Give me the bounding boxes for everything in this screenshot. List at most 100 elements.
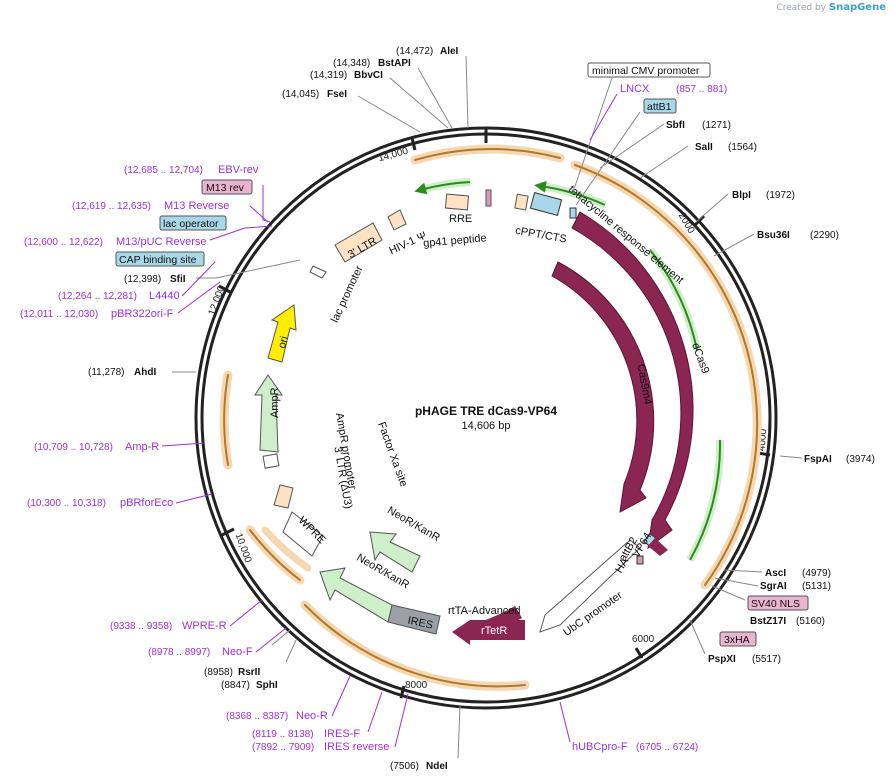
wpre-box — [282, 511, 324, 557]
gp41-box — [485, 189, 492, 207]
site-asci-name: AscI — [765, 568, 786, 579]
line-bstz17i — [711, 585, 746, 601]
label-gp41: gp41 peptide — [423, 232, 487, 249]
label-rtetr: rTetR — [481, 625, 507, 637]
site-bstapi-name: BstAPI — [378, 58, 411, 69]
site-bsu36i-pos: (2290) — [810, 230, 839, 241]
site-sali-pos: (1564) — [728, 142, 757, 153]
m13rev-tag-text: M13 rev — [206, 182, 245, 194]
neor-arrow-outer — [319, 567, 393, 623]
site-ahdi-name: AhdI — [134, 367, 156, 378]
site-sfii-pos: (12,398) — [124, 274, 161, 285]
primer-pbrforeco-name: pBRforEco — [120, 497, 173, 509]
neor-arrow-inner — [369, 531, 421, 573]
ampr-arrow — [254, 374, 283, 453]
line-sali — [639, 145, 689, 179]
line-ndei — [457, 705, 461, 759]
site-bsu36i-name: Bsu36I — [757, 230, 790, 241]
line-blpi — [695, 193, 729, 223]
primer-line-ebv — [262, 185, 271, 223]
site-ahdi-pos: (11,278) — [88, 367, 125, 378]
primer-line-wprer — [229, 599, 263, 627]
line-sgrai — [714, 577, 759, 587]
site-bstapi-pos: (14,348) — [333, 58, 370, 69]
dcas9-arrow — [571, 211, 694, 550]
line-rsrii — [271, 629, 291, 646]
ampr-promoter-box — [262, 453, 280, 469]
scale-6000: 6000 — [632, 634, 655, 645]
site-sbfi-pos: (1271) — [702, 120, 731, 131]
line-asci — [723, 569, 763, 573]
orange-arc-left-3 — [261, 526, 312, 572]
site-sbfi-name: SbfI — [666, 120, 685, 131]
site-sgrai-pos: (5131) — [802, 581, 831, 592]
site-fsei-name: FseI — [327, 89, 347, 100]
ori-arrow — [267, 304, 297, 363]
site-sali-name: SalI — [695, 142, 713, 153]
m13rev-tag — [201, 179, 253, 195]
cppt-box — [514, 193, 529, 211]
primer-line-l4440 — [181, 261, 216, 297]
line-pspxi — [689, 619, 706, 655]
label-lac-promoter: lac promoter — [329, 264, 366, 325]
line-bsu36i — [713, 233, 755, 257]
plasmid-title: pHAGE TRE dCas9-VP64 — [415, 404, 557, 418]
primer-hubc-name: hUBCpro-F — [572, 741, 628, 753]
ha3x-tag — [719, 631, 757, 647]
scale-8000: 8000 — [405, 680, 428, 691]
primer-ebv-name: EBV-rev — [218, 164, 259, 176]
primer-neof-name: Neo-F — [222, 646, 253, 658]
primer-line-m13pucrev — [209, 225, 273, 241]
site-blpi-pos: (1972) — [766, 190, 795, 201]
site-fsei-pos: (14,045) — [282, 89, 319, 100]
min-cmv-tag — [587, 62, 711, 78]
site-fspai-pos: (3974) — [846, 454, 875, 465]
site-asci-pos: (4979) — [802, 568, 831, 579]
label-dcas9: dCas9 — [689, 341, 711, 375]
primer-m13r-name: M13 Reverse — [164, 200, 229, 212]
lac-operator-tag — [159, 215, 227, 231]
label-neor-inner: NeoR/KanR — [385, 504, 442, 544]
primer-pbr322-range: (12,011 .. 12,030) — [20, 309, 98, 320]
attb1-tag — [643, 98, 677, 114]
cap-site-tag-text: CAP binding site — [119, 254, 197, 266]
site-fspai-name: FspAI — [804, 454, 832, 465]
primer-wprer-name: WPRE-R — [182, 620, 227, 632]
line-alei — [465, 55, 469, 129]
attb1-marker — [569, 207, 577, 219]
min-cmv-tag-text: minimal CMV promoter — [592, 65, 700, 77]
primer-line-pbrforeco — [175, 493, 213, 504]
vp64-arrow — [648, 538, 668, 556]
rre-box — [444, 193, 470, 211]
line-sbfi — [599, 123, 665, 169]
site-sphi-pos: (8847) — [221, 680, 250, 691]
ltr-du3-box — [273, 484, 294, 509]
primer-line-lncx — [589, 93, 618, 141]
site-bstz17i-name: BstZ17I — [750, 616, 786, 627]
snapgene-watermark: Created by SnapGene — [776, 2, 886, 13]
primer-iresrev-range: (7892 .. 7909) — [252, 742, 314, 753]
primer-pbr322-name: pBR322ori-F — [111, 308, 174, 320]
primer-neof-range: (8978 .. 8997) — [148, 647, 210, 658]
label-factor-xa: Factor Xa site — [375, 420, 409, 488]
site-bbvci-name: BbvCI — [354, 70, 383, 81]
attb1-tag-text: attB1 — [647, 101, 672, 113]
line-bstapi — [417, 67, 453, 129]
lac-promoter-box — [309, 265, 327, 279]
site-ndei-name: NdeI — [426, 761, 448, 772]
cap-site-tag — [115, 251, 205, 267]
primer-l4440-name: L4440 — [149, 290, 180, 302]
site-bstz17i-pos: (5160) — [796, 616, 825, 627]
label-rtta: rtTA-Advanced — [448, 605, 521, 617]
lac-operator-tag-text: lac operator — [163, 218, 219, 230]
cas9m4-arrow — [551, 261, 655, 513]
snapgene-logo-text: SnapGene — [828, 2, 886, 13]
primer-lncx-range: (857 .. 881) — [676, 84, 727, 95]
primer-pbrforeco-range: (10,300 .. 10,318) — [27, 498, 106, 509]
rtetr-box — [470, 620, 525, 640]
line-sfii — [196, 259, 301, 279]
primer-neor-range: (8368 .. 8387) — [226, 711, 288, 722]
site-bbvci-pos: (14,319) — [310, 70, 347, 81]
ltr3-box — [334, 222, 383, 263]
